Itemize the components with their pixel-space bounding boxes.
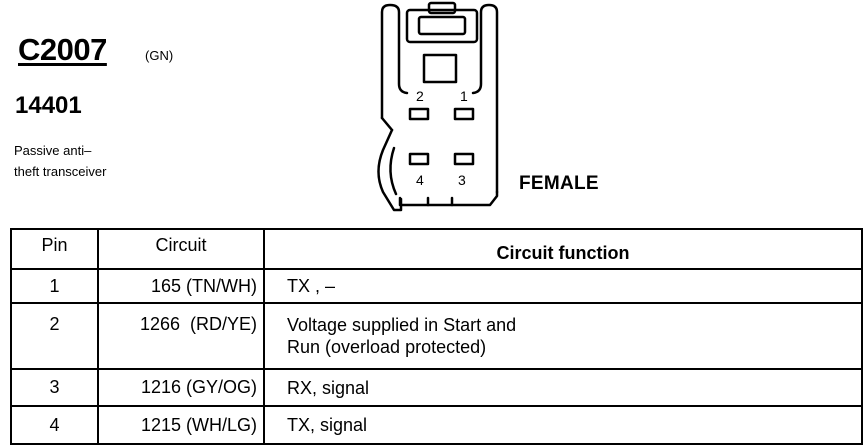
cell-circuit: 165 (TN/WH) [97,268,265,304]
pin-label: 4 [416,172,424,188]
pin-label: 1 [460,88,468,104]
function-line: Voltage supplied in Start and [287,315,517,335]
connector-center-key [422,53,458,84]
function-line: Run (overload protected) [287,337,487,357]
cell-function: Voltage supplied in Start and Run (overl… [263,302,863,370]
connector-color-code: (GN) [145,48,174,63]
table-row: 4 1215 (WH/LG) TX, signal [10,405,863,445]
description-line: theft transceiver [14,164,107,179]
connector-id: C2007 [18,32,107,67]
part-number: 14401 [15,92,82,119]
cell-pin: 3 [10,368,99,407]
header-circuit-function: Circuit function [263,228,863,270]
table-row: 3 1216 (GY/OG) RX, signal [10,368,863,407]
function-line: TX, signal [287,415,368,435]
pin-label: 2 [416,88,424,104]
connector-gender: FEMALE [519,173,599,194]
connector-top-latch [405,1,479,44]
cell-pin: 1 [10,268,99,304]
cell-function: RX, signal [263,368,863,407]
connector-bottom-ticks [426,196,454,207]
pin-cavity-1 [453,107,475,121]
pin-cavity-2 [408,107,430,121]
header-circuit: Circuit [97,228,265,270]
description-line: Passive anti– [14,143,92,158]
table-header-row: Pin Circuit Circuit function [10,228,863,270]
pin-cavity-3 [453,152,475,166]
cell-circuit: 1216 (GY/OG) [97,368,265,407]
header-pin: Pin [10,228,99,270]
cell-circuit: 1215 (WH/LG) [97,405,265,445]
function-line: RX, signal [287,377,370,398]
connector-face-drawing [377,1,499,212]
pin-cavity-4 [408,152,430,166]
cell-function: TX , – [263,268,863,304]
cell-pin: 2 [10,302,99,370]
pinout-table: Pin Circuit Circuit function 1 165 (TN/W… [10,228,863,445]
connector-side-latch [377,128,403,212]
table-row: 1 165 (TN/WH) TX , – [10,268,863,304]
cell-circuit: 1266 (RD/YE) [97,302,265,370]
pin-label: 3 [458,172,466,188]
table-row: 2 1266 (RD/YE) Voltage supplied in Start… [10,302,863,370]
cell-pin: 4 [10,405,99,445]
cell-function: TX, signal [263,405,863,445]
function-line: TX , – [287,276,336,296]
